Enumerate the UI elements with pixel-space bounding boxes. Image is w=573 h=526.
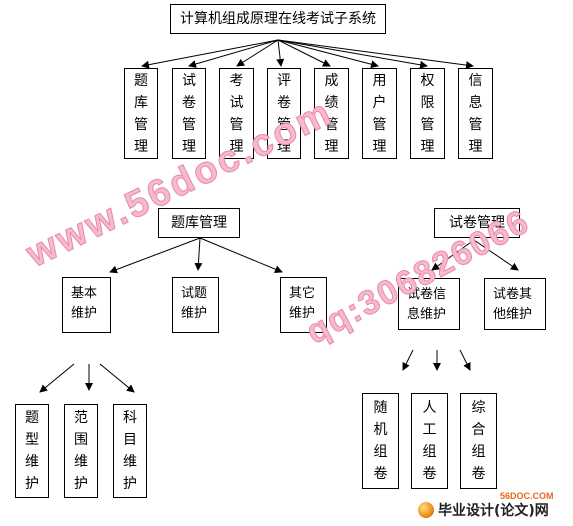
root-title-text: 计算机组成原理在线考试子系统	[180, 11, 376, 27]
module-grading: 评卷管理	[267, 68, 301, 159]
module-grading-label: 评卷管理	[277, 72, 291, 155]
question-bank-node-label: 题库管理	[171, 215, 227, 231]
module-paper: 试卷管理	[172, 68, 206, 159]
type-maintenance-node: 题型维护	[15, 404, 49, 498]
module-permission-label: 权限管理	[420, 72, 435, 155]
module-permission: 权限管理	[410, 68, 445, 159]
watermark-logo-small: 56DOC.COM	[500, 491, 554, 501]
paper-management-label: 试卷管理	[449, 215, 505, 231]
module-info: 信息管理	[458, 68, 493, 159]
watermark-logo-text: 毕业设计(论文)网	[438, 503, 549, 519]
paper-info-maintenance-node: 试卷信息维护	[398, 278, 460, 330]
module-info-label: 信息管理	[468, 72, 483, 155]
module-score-label: 成绩管理	[324, 72, 339, 155]
logo-orb-icon	[418, 502, 434, 518]
random-compose-label: 随机组卷	[373, 400, 388, 482]
module-score: 成绩管理	[314, 68, 349, 159]
module-exam-label: 考试管理	[229, 72, 244, 155]
subject-maintenance-node: 科目维护	[113, 404, 147, 498]
question-bank-node: 题库管理	[158, 208, 240, 238]
manual-compose-node: 人工组卷	[411, 393, 448, 489]
module-user-label: 用户管理	[372, 72, 387, 155]
range-maintenance-node: 范围维护	[64, 404, 98, 498]
module-question-bank-label: 题库管理	[134, 72, 148, 155]
other-maintenance-node: 其它维护	[280, 277, 327, 333]
range-maintenance-label: 范围维护	[74, 410, 88, 492]
random-compose-node: 随机组卷	[362, 393, 399, 489]
type-maintenance-label: 题型维护	[25, 410, 39, 492]
module-exam: 考试管理	[219, 68, 254, 159]
basic-maintenance-label: 基本维护	[71, 286, 98, 321]
module-user: 用户管理	[362, 68, 397, 159]
comprehensive-compose-label: 综合组卷	[471, 400, 486, 482]
module-question-bank: 题库管理	[124, 68, 158, 159]
basic-maintenance-node: 基本维护	[62, 277, 111, 333]
watermark-logo: 毕业设计(论文)网	[418, 500, 549, 520]
other-maintenance-label: 其它维护	[289, 286, 316, 321]
paper-other-maintenance-node: 试卷其他维护	[484, 278, 546, 330]
paper-info-maintenance-label: 试卷信息维护	[407, 287, 447, 322]
manual-compose-label: 人工组卷	[422, 400, 437, 482]
module-paper-label: 试卷管理	[182, 72, 196, 155]
paper-other-maintenance-label: 试卷其他维护	[493, 287, 533, 322]
comprehensive-compose-node: 综合组卷	[460, 393, 497, 489]
root-title: 计算机组成原理在线考试子系统	[170, 4, 386, 34]
paper-management-node: 试卷管理	[434, 208, 520, 238]
question-maintenance-node: 试题维护	[172, 277, 219, 333]
question-maintenance-label: 试题维护	[181, 286, 208, 321]
subject-maintenance-label: 科目维护	[123, 410, 137, 492]
